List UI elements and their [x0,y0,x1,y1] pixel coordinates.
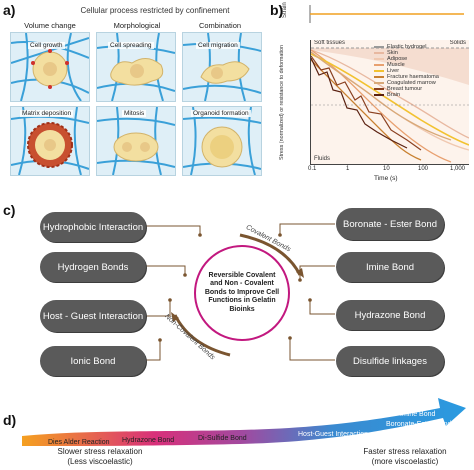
legend-swatch [374,70,384,72]
pill-hydrogen-bonds: Hydrogen Bonds [40,252,146,282]
legend-item: Liver [374,68,470,74]
tile-mitosis [96,106,176,176]
legend-swatch [374,58,384,60]
legend-item: Muscle [374,62,470,68]
connector-line [309,300,335,315]
label-matrix-deposition: Matrix deposition [20,110,74,117]
label-cell-growth: Cell growth [28,42,65,49]
legend-item: Elastic hydrogel [374,44,470,50]
pill-ionic-bond: Ionic Bond [40,346,146,376]
region-soft-tissues: Soft tissues [314,40,346,46]
x-tick: 0.1 [308,166,317,172]
label-dies-alder: Dies Alder Reaction [48,439,110,446]
slow-relaxation-label: Slower stress relaxation (Less viscoelas… [30,447,170,467]
region-solids: Solids [449,40,466,46]
tile-organoid-formation [182,106,262,176]
panel-c-letter: c) [3,202,16,218]
legend-item: Coagulated marrow [374,80,470,86]
pill-disulfide-linkages: Disulfide linkages [336,346,444,376]
pill-hydrazone-bond: Hydrazone Bond [336,300,444,330]
column-combination: Combination [198,21,242,30]
legend-item: Adipose [374,56,470,62]
x-tick: 1,000 [450,166,466,172]
pill-hydrophobic-interaction: Hydrophobic Interaction [40,212,146,242]
label-host-guest: Host-Guest Interaction [298,431,368,438]
fiber-network [11,107,89,175]
fast-subtitle: (more viscoelastic) [371,457,439,466]
panel-a-letter: a) [3,2,16,18]
label-cell-spreading: Cell spreading [108,42,154,49]
panel-c-connectors [145,223,335,361]
stress-plot: Soft tissues Solids Fluids [310,40,469,165]
legend-item: Skin [374,50,470,56]
connector-line [145,300,171,317]
legend-swatch [374,82,384,84]
region-fluids: Fluids [314,156,331,162]
legend-swatch [374,64,384,66]
fast-title: Faster stress relaxation [363,447,447,456]
pill-boronate-ester-bond: Boronate - Ester Bond [336,208,444,240]
label-mitosis: Mitosis [122,110,147,117]
strain-label: Strain [282,2,288,18]
label-disulfide: Di-Sulfide Bond [198,435,247,442]
connector-line [289,338,335,361]
relaxation-arrow: Dies Alder Reaction Hydrazone Bond Di-Su… [22,398,466,446]
legend-swatch [374,88,384,90]
center-text: Reversible Covalent and Non - Covalent B… [204,271,280,313]
legend-swatch [374,94,384,96]
connector-line [279,223,335,235]
x-tick: 1 [346,166,350,172]
legend-item: Fracture haematoma [374,74,470,80]
column-morphological: Morphological [113,21,161,30]
pill-host-guest-interaction: Host - Guest Interaction [40,300,146,332]
fiber-network [97,33,175,101]
stress-legend: Elastic hydrogel Skin Adipose Muscle Liv… [374,44,470,98]
pill-imine-bond: Imine Bond [336,252,444,282]
label-cell-migration: Cell migration [196,42,240,49]
gradient-arrow [22,398,466,446]
legend-swatch [374,46,384,48]
covalent-arrow [239,233,302,276]
legend-swatch [374,76,384,78]
fiber-network [183,107,261,175]
fast-relaxation-label: Faster stress relaxation (more viscoelas… [340,447,470,467]
fiber-network [183,33,261,101]
connector-line [145,265,186,275]
legend-swatch [374,52,384,54]
connector-line [145,225,201,235]
slow-subtitle: (Less viscoelastic) [67,457,133,466]
fiber-network [11,33,89,101]
connector-line [299,265,335,280]
connector-line [145,340,161,361]
panel-d-letter: d) [3,412,17,428]
x-tick: 100 [418,166,429,172]
legend-item: Breast tumour [374,86,470,92]
strain-plot [309,5,464,23]
column-volume-change: Volume change [24,21,76,30]
x-tick: 10 [383,166,390,172]
panel-a-title: Cellular process restricted by confineme… [80,6,230,15]
tile-matrix-deposition [10,106,90,176]
label-hydrazone: Hydrazone Bond [122,437,174,444]
noncovalent-arrow [173,314,231,357]
legend-item: Brain [374,92,470,98]
x-axis-label: Time (s) [374,175,398,182]
label-imine: Imine Bond [400,411,436,418]
center-circle: Reversible Covalent and Non - Covalent B… [194,245,290,341]
label-organoid-formation: Organoid formation [191,110,251,117]
label-boronate-ester: Boronate-Ester Bond [386,421,451,428]
fiber-network [97,107,175,175]
stress-axis-label: Stress (normalized) or resistance to def… [279,44,285,160]
slow-title: Slower stress relaxation [57,447,143,456]
stress-relaxation-curves [311,40,469,164]
panel-b-letter: b) [270,2,284,18]
